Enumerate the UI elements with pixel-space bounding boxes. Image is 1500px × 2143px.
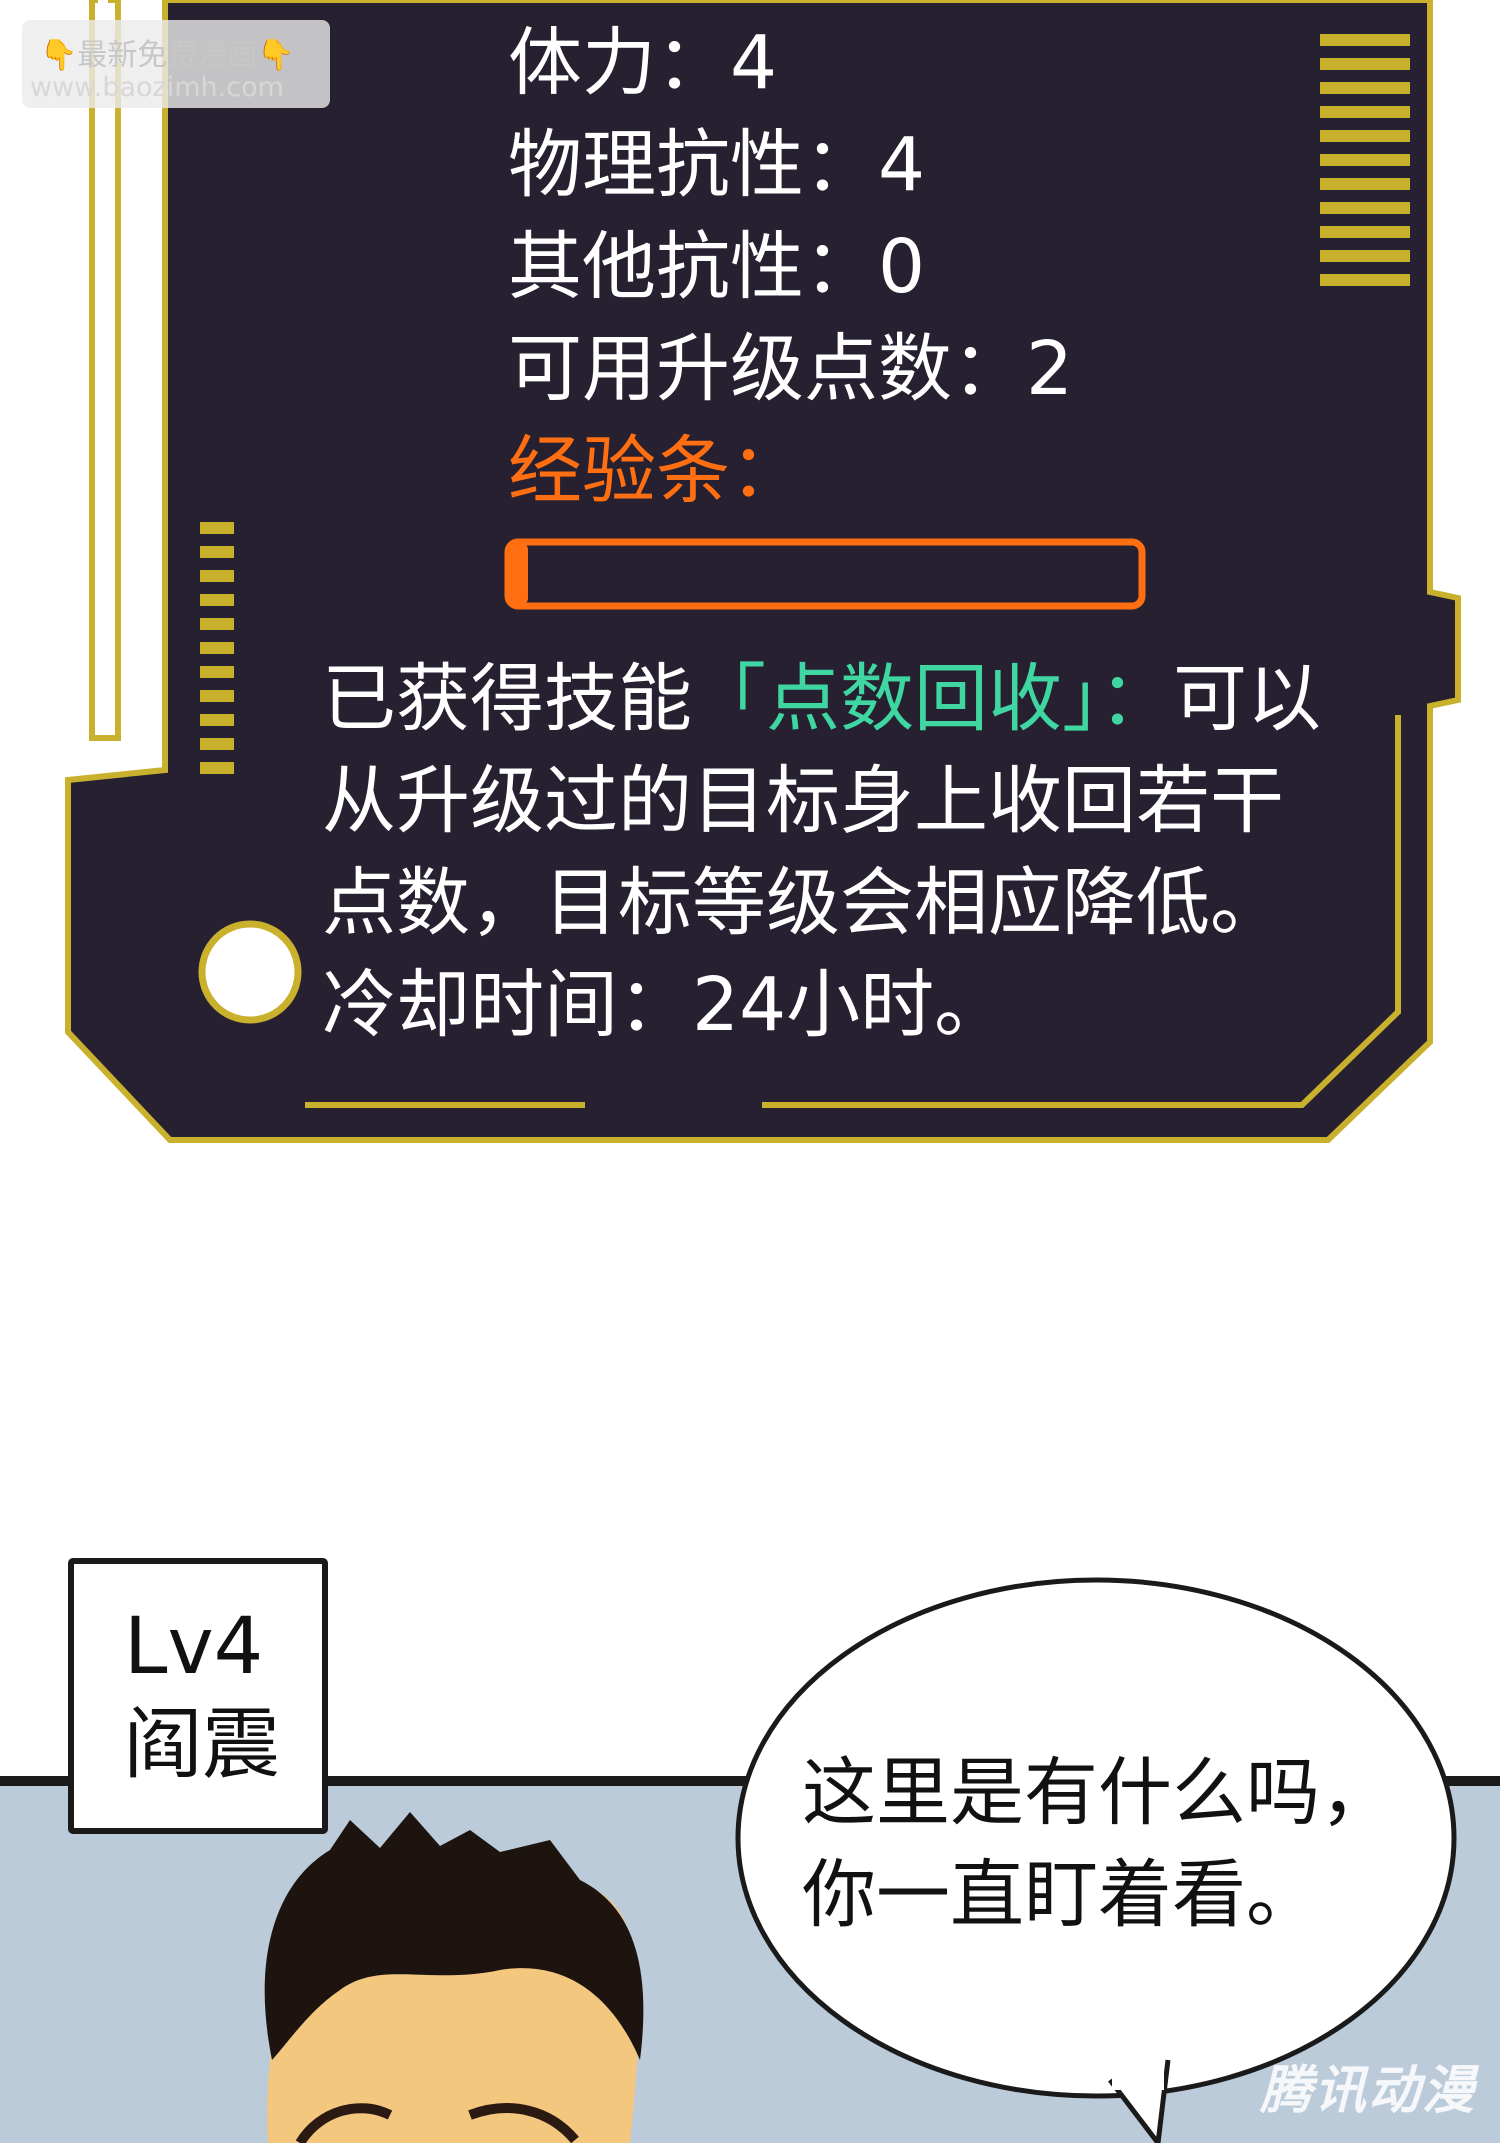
stat-value: 2 xyxy=(1026,326,1074,412)
panel-bottom-line-right xyxy=(762,715,1401,1108)
character-level: Lv4 xyxy=(124,1602,264,1692)
watermark-line1: 👇最新免费漫画👇 xyxy=(40,38,295,73)
skill-line-4: 冷却时间：24小时。 xyxy=(322,962,1009,1048)
watermark-line2: www.baozimh.com xyxy=(30,72,284,103)
skill-line1-end: 可以 xyxy=(1173,656,1321,742)
vent-stripe xyxy=(1320,274,1410,286)
vent-stripe xyxy=(200,642,234,654)
skill-line-2: 从升级过的目标身上收回若干 xyxy=(322,758,1284,844)
vent-stripe xyxy=(200,666,234,678)
stat-other-resistance: 其他抗性：0 xyxy=(508,230,925,304)
vent-stripe xyxy=(200,714,234,726)
vent-stripe xyxy=(200,738,234,750)
vent-stripe xyxy=(1320,250,1410,262)
stat-value: 0 xyxy=(878,224,926,310)
vent-stripe xyxy=(1320,130,1410,142)
stat-physical-resistance: 物理抗性：4 xyxy=(508,128,925,202)
status-panel xyxy=(65,0,1461,1143)
vent-stripe xyxy=(200,522,234,534)
stat-sep: ： xyxy=(804,122,878,208)
vent-stripe xyxy=(1320,154,1410,166)
vent-stripe xyxy=(200,618,234,630)
stat-sep: ： xyxy=(804,224,878,310)
vent-stripe xyxy=(1320,202,1410,214)
skill-line-3: 点数，目标等级会相应降低。 xyxy=(322,860,1284,946)
stat-stamina: 体力：4 xyxy=(508,26,777,100)
exp-bar-label: 经验条： xyxy=(508,428,804,514)
panel-vent-right xyxy=(1320,34,1410,286)
vent-stripe xyxy=(200,594,234,606)
skill-prefix: 已获得技能 xyxy=(322,656,692,742)
brand-watermark: 腾讯动漫 xyxy=(1259,2061,1476,2121)
stat-value: 4 xyxy=(730,20,778,106)
stat-label: 可用升级点数 xyxy=(508,326,952,412)
vent-stripe xyxy=(200,546,234,558)
exp-bar-cap xyxy=(508,542,528,606)
vent-stripe xyxy=(200,690,234,702)
character-name-box: Lv4 阎震 xyxy=(68,1558,328,1834)
vent-stripe xyxy=(1320,58,1410,70)
vent-stripe xyxy=(1320,226,1410,238)
vent-stripe xyxy=(1320,82,1410,94)
stat-label: 物理抗性 xyxy=(508,122,804,208)
site-watermark: 👇最新免费漫画👇 www.baozimh.com xyxy=(22,20,330,108)
panel-side-rail xyxy=(89,0,121,741)
dialogue-line-2: 你一直盯着看。 xyxy=(802,1852,1320,1938)
panel-side-rail-inner xyxy=(98,0,108,732)
dialogue-line-1: 这里是有什么吗， xyxy=(802,1750,1394,1836)
character-name: 阎震 xyxy=(124,1700,281,1790)
speech-bubble xyxy=(735,1577,1457,2143)
stat-sep: ： xyxy=(952,326,1026,412)
stat-upgrade-points: 可用升级点数：2 xyxy=(508,332,1073,406)
panel-circle-icon xyxy=(198,920,302,1024)
skill-name: 「点数回收」： xyxy=(692,656,1173,742)
vent-stripe xyxy=(1320,106,1410,118)
vent-stripe xyxy=(1320,178,1410,190)
stat-label: 其他抗性 xyxy=(508,224,804,310)
vent-stripe xyxy=(200,762,234,774)
vent-stripe xyxy=(200,570,234,582)
character-illustration xyxy=(264,1812,644,2143)
skill-line-1: 已获得技能「点数回收」：可以 xyxy=(322,662,1321,736)
stat-label: 体力 xyxy=(508,20,656,106)
vent-stripe xyxy=(1320,34,1410,46)
stat-value: 4 xyxy=(878,122,926,208)
panel-vent-left xyxy=(200,522,234,774)
stat-sep: ： xyxy=(656,20,730,106)
